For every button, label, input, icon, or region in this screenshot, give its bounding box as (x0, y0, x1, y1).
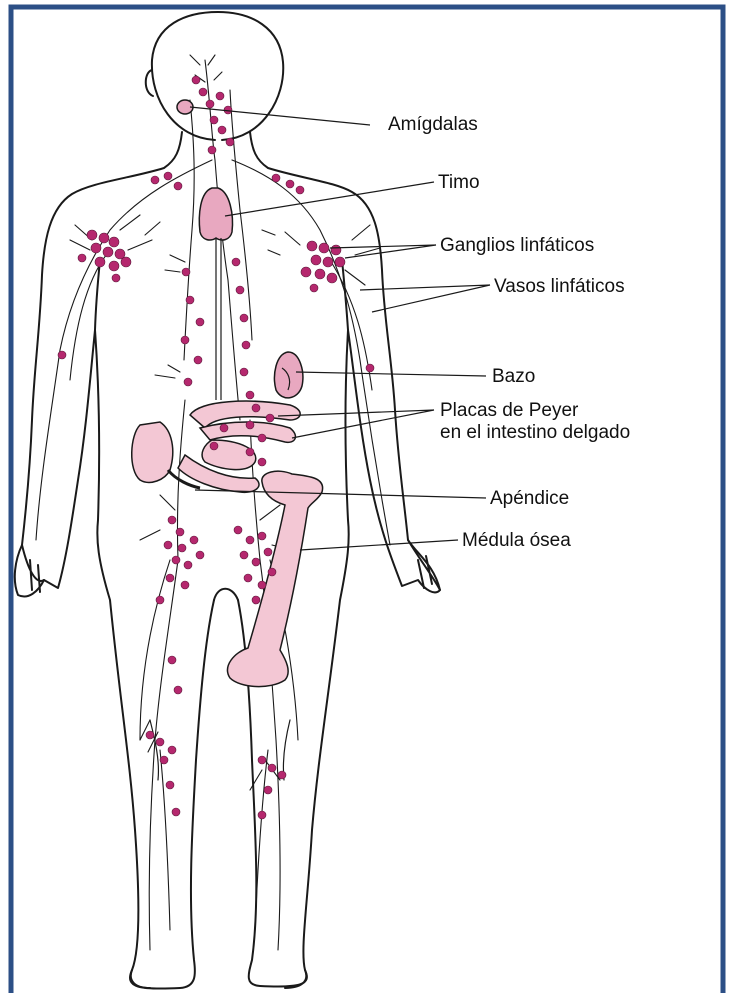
label-vasos: Vasos linfáticos (494, 276, 625, 298)
leader-vasos (360, 285, 490, 312)
label-timo: Timo (438, 172, 480, 194)
label-peyer-line1: Placas de Peyer (440, 400, 578, 422)
leader-apendice (195, 490, 486, 498)
label-ganglios: Ganglios linfáticos (440, 235, 594, 257)
thymus (199, 188, 232, 240)
label-amigdalas: Amígdalas (388, 114, 478, 136)
femur-bone (228, 471, 323, 686)
label-medula: Médula ósea (462, 530, 571, 552)
label-bazo: Bazo (492, 366, 535, 388)
label-peyer-line2: en el intestino delgado (440, 422, 630, 444)
frame-border (11, 7, 723, 993)
leader-ganglios (330, 245, 436, 258)
leader-peyer (278, 410, 434, 438)
leader-timo (225, 182, 434, 216)
leader-medula (300, 540, 458, 550)
colon (132, 422, 173, 482)
left-side-outline (15, 132, 214, 989)
label-apendice: Apéndice (490, 488, 569, 510)
body-outline (15, 12, 440, 989)
